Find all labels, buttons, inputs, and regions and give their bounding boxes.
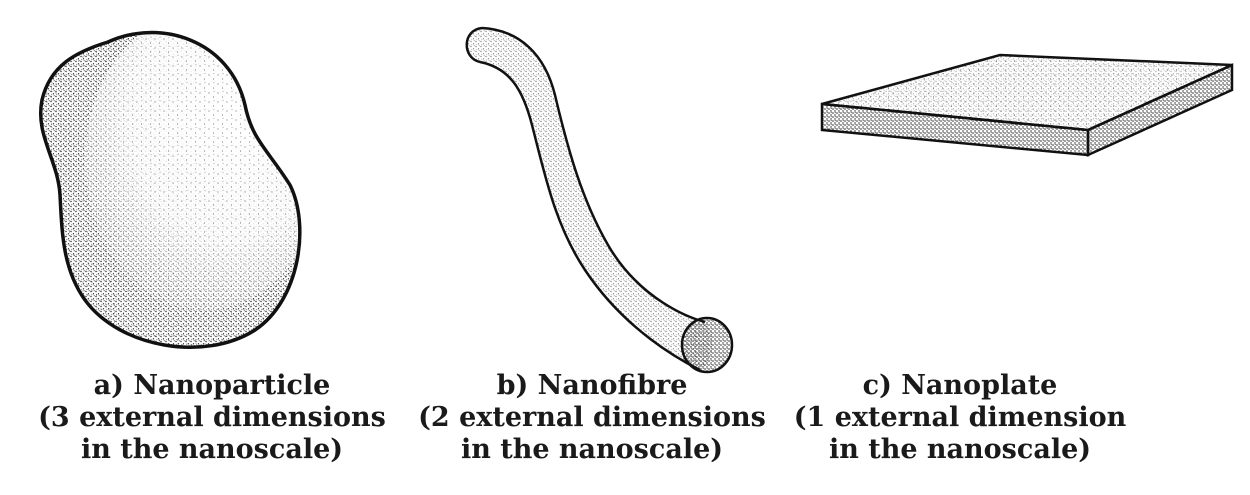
- caption-nanoplate: c) Nanoplate (1 external dimension in th…: [780, 370, 1140, 466]
- caption-title: a) Nanoparticle: [32, 370, 392, 402]
- nanoplate-shape-icon: [822, 55, 1232, 155]
- caption-detail: (1 external dimension: [780, 402, 1140, 434]
- caption-title: c) Nanoplate: [780, 370, 1140, 402]
- caption-detail: in the nanoscale): [412, 434, 772, 466]
- caption-nanofibre: b) Nanofibre (2 external dimensions in t…: [412, 370, 772, 466]
- caption-title: b) Nanofibre: [412, 370, 772, 402]
- caption-detail: (3 external dimensions: [32, 402, 392, 434]
- nanoparticle-shape-icon: [30, 10, 325, 365]
- caption-detail: in the nanoscale): [780, 434, 1140, 466]
- nanofibre-shape-icon: [467, 28, 732, 372]
- caption-detail: in the nanoscale): [32, 434, 392, 466]
- caption-nanoparticle: a) Nanoparticle (3 external dimensions i…: [32, 370, 392, 466]
- caption-detail: (2 external dimensions: [412, 402, 772, 434]
